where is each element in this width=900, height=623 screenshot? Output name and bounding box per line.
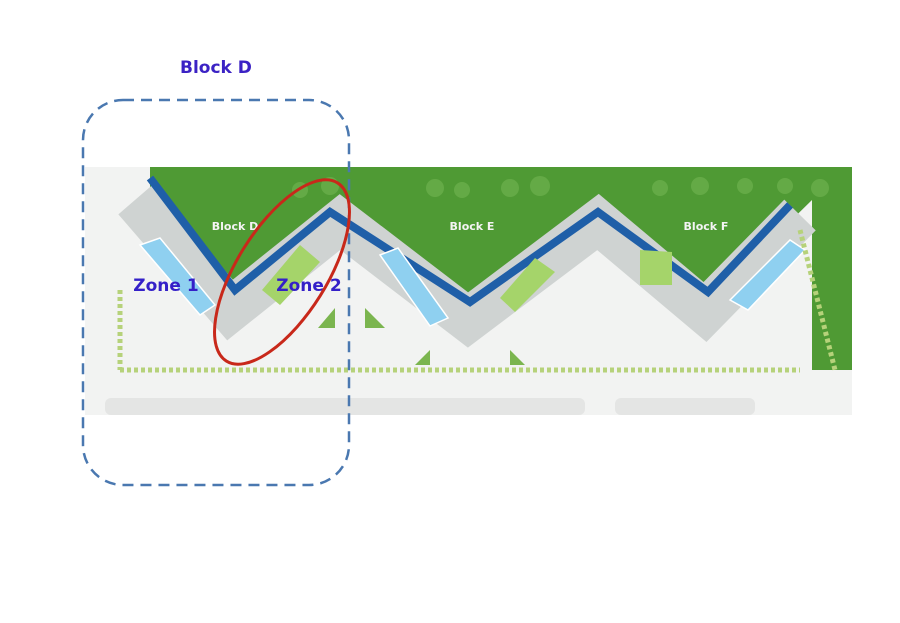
corridor xyxy=(146,175,793,307)
small-lawns xyxy=(318,308,525,365)
block-e-label: Block E xyxy=(450,220,495,233)
zone-2-label: Zone 2 xyxy=(276,276,341,296)
trees xyxy=(292,176,829,198)
road-right xyxy=(615,398,755,415)
road-left xyxy=(105,398,585,415)
building-band xyxy=(118,185,816,348)
block-d-label: Block D xyxy=(212,220,259,233)
zone-1-label: Zone 1 xyxy=(133,276,198,296)
annotation-title: Block D xyxy=(180,58,252,78)
pools xyxy=(138,237,807,327)
block-f-label: Block F xyxy=(684,220,729,233)
block-d-outline xyxy=(81,98,351,487)
zone-2-highlight-circle xyxy=(213,178,351,366)
hedge-right xyxy=(797,229,838,371)
gardens xyxy=(262,245,672,312)
